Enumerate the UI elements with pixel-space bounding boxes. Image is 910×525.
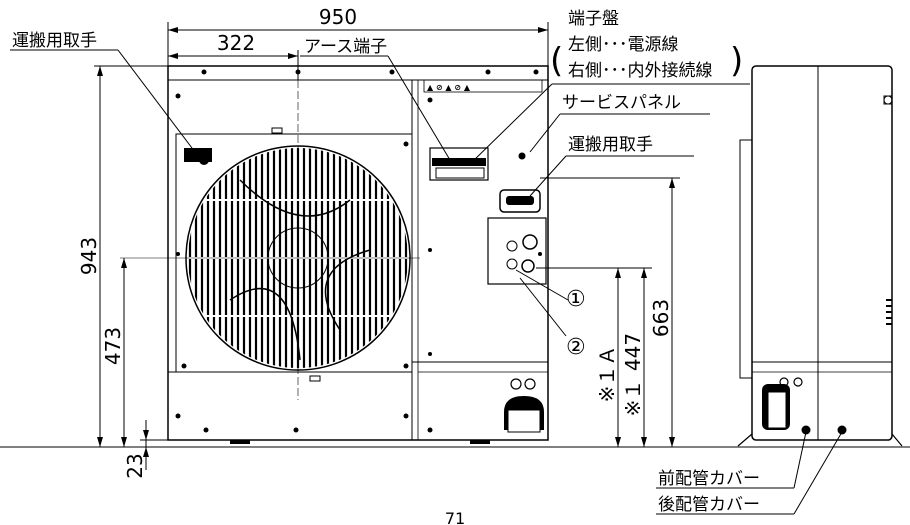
- label-front-pipe-cover: 前配管カバー: [658, 469, 760, 489]
- warning-label-strip: [423, 79, 543, 93]
- terminal-block: [429, 147, 489, 181]
- dimension-arrows: [97, 27, 675, 457]
- marker-2: ②: [566, 335, 586, 360]
- fan-grill-panel: [175, 133, 413, 373]
- label-handle-right: 運搬用取手: [568, 135, 653, 155]
- page-number: 71: [445, 509, 465, 525]
- note-1: ※１: [621, 380, 645, 417]
- note-1a: ※１Ａ: [595, 346, 619, 403]
- valve-panel: [487, 217, 547, 285]
- dimension-lines: [94, 22, 680, 470]
- bracket-open: (: [550, 41, 563, 81]
- dim-447: 447: [621, 333, 645, 371]
- label-rear-pipe-cover: 後配管カバー: [658, 495, 760, 515]
- svg-text:▲ ⊘ ▲ ⊘ ▲: ▲ ⊘ ▲ ⊘ ▲: [427, 83, 471, 92]
- side-cabinet: [751, 65, 893, 441]
- right-handle: [499, 189, 541, 213]
- front-cabinet: [167, 65, 549, 441]
- dim-23: 23: [123, 453, 147, 478]
- dim-950: 950: [319, 5, 357, 29]
- label-earth-terminal: アース端子: [304, 37, 387, 57]
- label-terminal-right: 右側･･･内外接続線: [568, 61, 713, 81]
- dim-473: 473: [101, 327, 125, 365]
- front-view: ▲ ⊘ ▲ ⊘ ▲: [120, 65, 549, 444]
- label-service-panel: サービスパネル: [562, 93, 681, 113]
- label-handle-left: 運搬用取手: [12, 31, 97, 51]
- dim-943: 943: [77, 237, 101, 275]
- label-terminal-block: 端子盤: [568, 9, 619, 29]
- dim-322: 322: [217, 31, 255, 55]
- leader-lines: [10, 49, 843, 515]
- side-view: [737, 65, 903, 447]
- marker-1: ①: [566, 287, 586, 312]
- bracket-close: ): [730, 41, 743, 81]
- dim-663: 663: [649, 299, 673, 337]
- label-terminal-left: 左側･･･電源線: [568, 35, 679, 55]
